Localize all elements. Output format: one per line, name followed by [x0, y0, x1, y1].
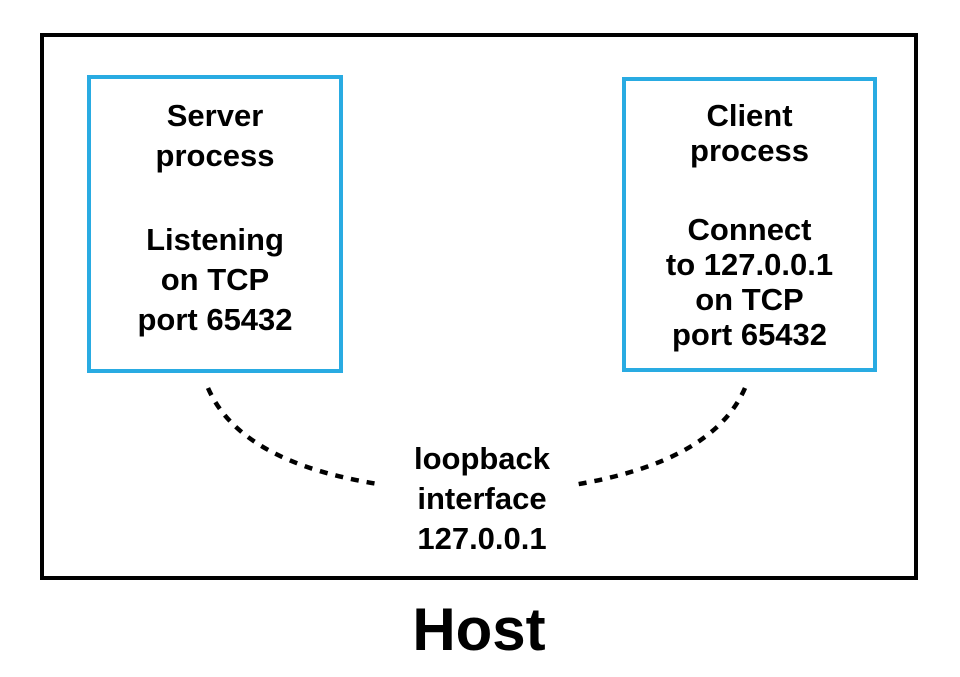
client-process-box: Client process Connect to 127.0.0.1 on T…	[622, 77, 877, 372]
loopback-interface-label: loopback interface 127.0.0.1	[332, 439, 632, 559]
loopback-label-line: loopback	[413, 441, 551, 476]
client-box-line: Client	[706, 98, 793, 133]
client-box-line: to 127.0.0.1	[665, 247, 834, 282]
server-box-line: port 65432	[137, 302, 293, 337]
server-box-blank-line	[91, 176, 339, 220]
client-box-line: port 65432	[671, 317, 828, 352]
server-box-line: Listening	[146, 222, 284, 257]
loopback-label-line: 127.0.0.1	[417, 521, 547, 556]
client-box-line: process	[690, 133, 809, 168]
server-process-box: Server process Listening on TCP port 654…	[87, 75, 343, 373]
client-box-blank-line	[626, 168, 873, 212]
client-box-line: on TCP	[695, 282, 804, 317]
host-label: Host	[412, 596, 546, 663]
server-box-line: process	[155, 138, 275, 173]
server-box-line: Server	[166, 98, 264, 133]
loopback-label-line: interface	[417, 481, 547, 516]
client-box-line: Connect	[687, 212, 812, 247]
server-box-line: on TCP	[160, 262, 270, 297]
